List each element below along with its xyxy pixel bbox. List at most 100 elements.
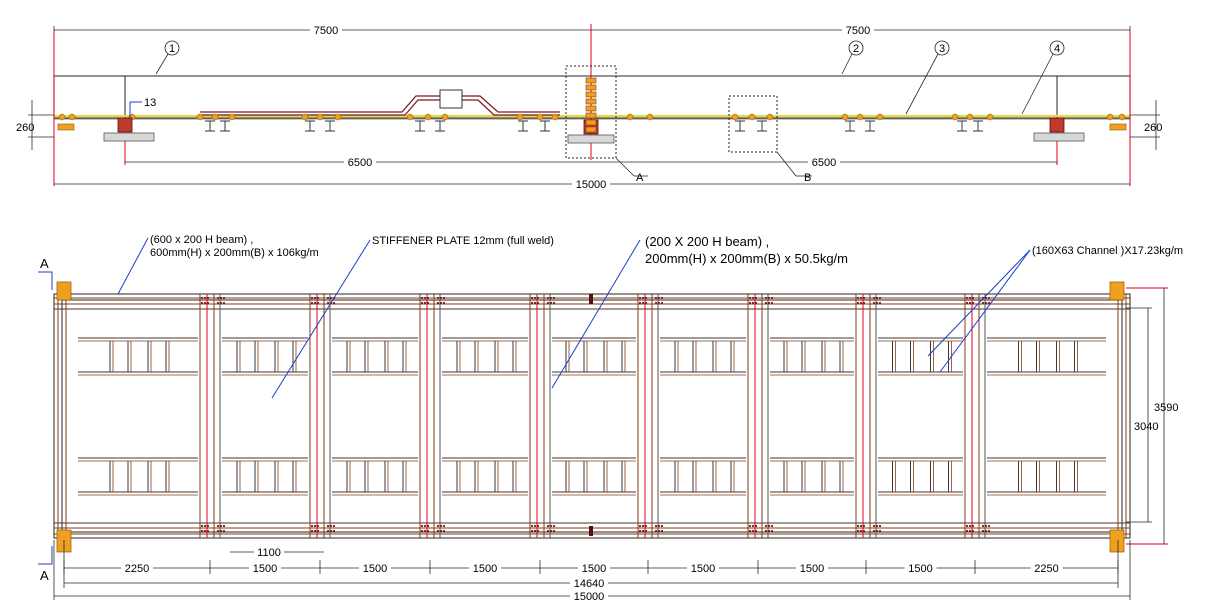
plan-view: A A (600 x 200 H beam) , 600mm(H) x 200m… [38, 234, 1183, 603]
bolt-dot [533, 529, 537, 533]
bolt-dot [654, 524, 658, 528]
stack-bolt [585, 91, 597, 98]
stack-bolt [585, 77, 597, 84]
balloon-3-text: 3 [939, 43, 945, 55]
deck-bolt [986, 113, 994, 121]
balloon-2-leader [841, 53, 853, 75]
bolt-dot [660, 529, 664, 533]
bolt-dot [754, 296, 758, 300]
bolt-dot [767, 529, 771, 533]
bolt-dot [856, 524, 860, 528]
bolt-dot [530, 296, 534, 300]
bolt-dot [878, 296, 882, 300]
deck-bolt [441, 113, 449, 121]
leader-h200 [551, 239, 641, 389]
bolt-dot [770, 296, 774, 300]
spacing-dim-label: 2250 [125, 563, 149, 575]
deck-bolt [876, 113, 884, 121]
bolt-dot [329, 524, 333, 528]
lug-right [1109, 123, 1127, 131]
leader-b [776, 151, 797, 177]
deck-bolt [951, 113, 959, 121]
height-left: 260 [16, 122, 34, 134]
deck-bolt [766, 113, 774, 121]
dim-bg [469, 562, 501, 574]
bolt-dot [984, 524, 988, 528]
stack-bolt [585, 98, 597, 105]
bolt-dot [872, 529, 876, 533]
bolt-dot [965, 301, 969, 305]
bolt-dot [965, 529, 969, 533]
bolt-dot [862, 524, 866, 528]
bolt-dot [875, 296, 879, 300]
bolt-dot [767, 524, 771, 528]
bolt-dot [316, 296, 320, 300]
deck-bolt [316, 113, 324, 121]
bolt-dot [203, 301, 207, 305]
bolt-dot [859, 296, 863, 300]
note-h600-line1: (600 x 200 H beam) , [150, 234, 253, 246]
bolt-dot [971, 524, 975, 528]
bolt-dot [530, 301, 534, 305]
deck-bolts [58, 113, 1126, 121]
section-mark-bottom: A [40, 568, 49, 583]
bolt-dot [764, 529, 768, 533]
bolt-dot [644, 524, 648, 528]
balloon-4-text: 4 [1054, 43, 1060, 55]
bolt-dot [436, 529, 440, 533]
bolt-dot [968, 529, 972, 533]
dim-bg [578, 562, 610, 574]
bolt-dot [549, 301, 553, 305]
deck-bolt [536, 113, 544, 121]
balloon-4 [1049, 40, 1065, 56]
bolt-dot [313, 296, 317, 300]
bolt-dot [552, 529, 556, 533]
balloon-2 [848, 40, 864, 56]
deck-bolt [966, 113, 974, 121]
bolt-dot [436, 296, 440, 300]
spacing-dim-label: 1500 [800, 563, 824, 575]
balloon-1-leader [155, 53, 169, 75]
dim-bg [687, 562, 719, 574]
bolt-dot [764, 296, 768, 300]
bolt-dot [971, 296, 975, 300]
dim-3040: 3040 [1134, 421, 1158, 433]
bolt-dot [530, 529, 534, 533]
callout-13: 13 [144, 97, 156, 109]
bolt-dot [222, 524, 226, 528]
bolt-dot [862, 296, 866, 300]
bolt-dot [641, 524, 645, 528]
bolt-dot [764, 524, 768, 528]
dim-14640: 14640 [574, 578, 605, 590]
bolt-dot [770, 529, 774, 533]
bolt-dot [751, 524, 755, 528]
dim-bg [572, 178, 610, 190]
deck-bolt [228, 113, 236, 121]
bolt-dot [987, 529, 991, 533]
section-arrow-top [38, 271, 53, 290]
bolt-dot [971, 301, 975, 305]
bolt-dot [326, 301, 330, 305]
support-pad-center [567, 134, 615, 144]
bolt-dot [856, 529, 860, 533]
bolt-dot [654, 296, 658, 300]
section-arrow-bottom [38, 546, 53, 565]
bolt-dot [638, 529, 642, 533]
bolt-dot [442, 524, 446, 528]
bolt-dot [654, 301, 658, 305]
deck-bolt [1106, 113, 1114, 121]
elevation-view: 7500 7500 [16, 24, 1162, 191]
bolt-dot [420, 524, 424, 528]
bolt-dot [657, 296, 661, 300]
bolt-dot [530, 524, 534, 528]
bolt-dot [862, 301, 866, 305]
bolt-dot [536, 301, 540, 305]
bolt-dot [748, 296, 752, 300]
dim-bg [570, 590, 608, 602]
bolt-dot [439, 529, 443, 533]
bolt-dot [310, 529, 314, 533]
bolt-dot [200, 529, 204, 533]
dim-inner-left: 6500 [348, 157, 372, 169]
cable-tray [200, 95, 560, 116]
leader-stiffener [271, 239, 371, 399]
